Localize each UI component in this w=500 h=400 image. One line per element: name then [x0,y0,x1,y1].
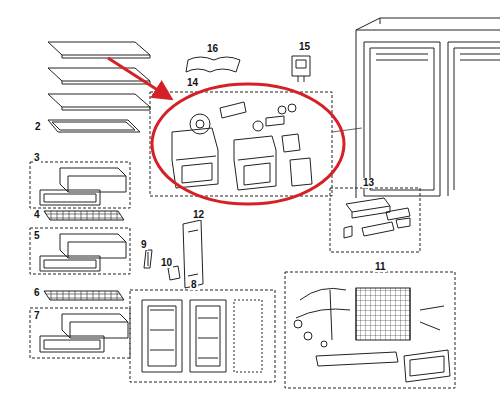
air-duct [183,220,203,288]
switch-part [292,56,310,82]
gasket-part [234,300,262,372]
callout-number: 8 [190,280,198,290]
callout-number: 11 [374,262,387,272]
evaporator [356,288,410,340]
bracket-part [144,250,152,268]
refrigerator-cabinet [356,18,500,198]
crisper-cover [44,291,124,300]
callout-number: 15 [298,42,311,52]
callout-number: 14 [186,78,199,88]
panel-part [142,300,182,372]
drain-part [316,352,398,366]
highlight-arrow [108,58,170,98]
water-valve [346,198,410,220]
highlight-ellipse [152,84,344,204]
heater-cover [404,350,450,382]
crisper-drawer [60,234,126,258]
cover-part [186,57,240,72]
callout-number: 9 [140,240,148,250]
callout-number: 5 [33,231,41,241]
callout-number: 12 [192,210,205,220]
fan-assembly [172,102,312,190]
callout-number: 2 [34,122,42,132]
tray-shelf [48,120,140,132]
filter-part [344,218,410,238]
drawer [62,314,128,338]
callout-number: 7 [33,311,41,321]
callout-number: 4 [33,210,41,220]
callout-number: 6 [33,288,41,298]
callout-number: 3 [33,153,41,163]
small-part [168,266,180,280]
wire [420,306,444,330]
tubing [296,288,350,340]
callout-number: 13 [362,178,375,188]
crisper-drawer [60,168,126,192]
leader-line [332,128,362,132]
panel-part [190,300,226,372]
crisper-cover [44,211,124,220]
callout-number: 16 [206,44,219,54]
callout-number: 10 [160,258,173,268]
